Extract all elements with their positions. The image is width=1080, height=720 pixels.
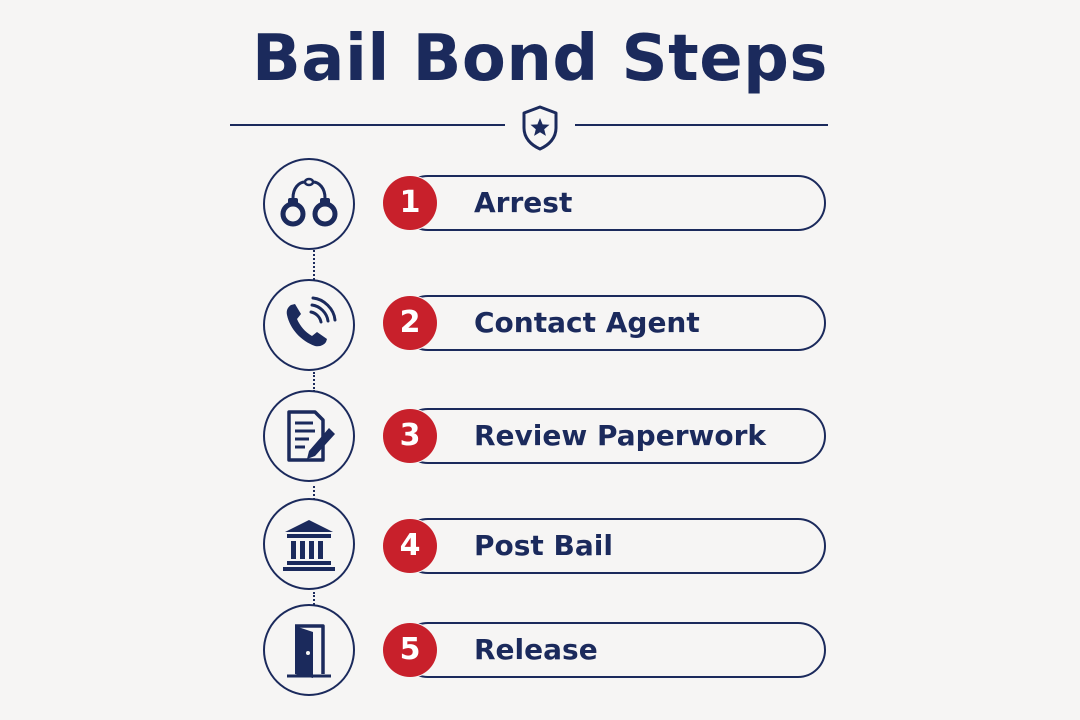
step-connector xyxy=(313,372,315,392)
step-release: 5 Release xyxy=(0,604,1080,704)
step-label: Contact Agent xyxy=(474,306,700,339)
step-connector xyxy=(313,486,315,500)
step-post-bail: 4 Post Bail xyxy=(0,496,1080,596)
document-pen-icon xyxy=(287,410,335,462)
step-pill xyxy=(400,622,826,678)
step-number-badge: 3 xyxy=(383,409,437,463)
step-review-paperwork: 3 Review Paperwork xyxy=(0,390,1080,490)
step-number-badge: 2 xyxy=(383,296,437,350)
step-label: Release xyxy=(474,633,598,666)
title-divider-left xyxy=(230,124,505,126)
handcuffs-icon xyxy=(280,177,338,227)
courthouse-icon xyxy=(283,520,335,571)
step-contact-agent: 2 Contact Agent xyxy=(0,275,1080,375)
step-pill xyxy=(400,175,826,231)
page-title: Bail Bond Steps xyxy=(251,22,829,96)
step-label: Review Paperwork xyxy=(474,419,767,452)
step-label: Post Bail xyxy=(474,529,613,562)
step-label: Arrest xyxy=(474,186,573,219)
step-icon-circle xyxy=(263,390,355,482)
step-number-badge: 5 xyxy=(383,623,437,677)
step-number-badge: 1 xyxy=(383,176,437,230)
title-divider-right xyxy=(575,124,828,126)
phone-icon xyxy=(286,296,337,347)
step-connector xyxy=(313,592,315,608)
step-arrest: 1 Arrest xyxy=(0,154,1080,254)
step-number-badge: 4 xyxy=(383,519,437,573)
door-icon xyxy=(287,624,331,678)
shield-star-icon xyxy=(522,105,558,151)
step-icon-circle xyxy=(263,158,355,250)
step-pill xyxy=(400,518,826,574)
step-connector xyxy=(313,250,315,280)
step-icon-circle xyxy=(263,604,355,696)
step-icon-circle xyxy=(263,279,355,371)
step-icon-circle xyxy=(263,498,355,590)
